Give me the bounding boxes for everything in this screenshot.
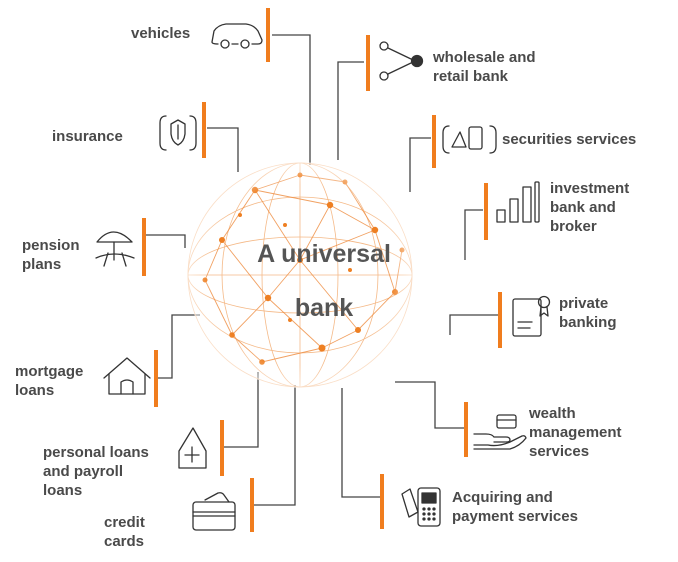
center-title-line-2: bank (294, 294, 354, 322)
securities-icon (442, 125, 497, 154)
label-insurance: insurance (52, 128, 123, 145)
house-icon (103, 357, 151, 395)
plus-tag-icon (178, 427, 207, 469)
credit-card-icon (192, 492, 236, 531)
car-icon (211, 23, 263, 49)
certificate-icon (512, 295, 551, 337)
label-mortgage-loans: mortgage loans (15, 363, 84, 399)
accent-bars (142, 8, 502, 532)
umbrella-icon (95, 231, 135, 267)
shield-icon (159, 115, 197, 151)
label-personal-loans: personal loans and payroll loans (43, 444, 149, 499)
label-acquiring-payment: Acquiring and payment services (452, 489, 578, 525)
network-icon (379, 41, 424, 81)
label-wealth-management: wealth management services (529, 405, 622, 460)
label-private-banking: private banking (559, 295, 617, 331)
label-securities-services: securities services (502, 131, 637, 148)
label-investment-bank: investment bank and broker (550, 180, 630, 235)
bar-chart-icon (496, 181, 540, 223)
center-title-line-1: A universal (257, 240, 391, 268)
connector-lines (146, 34, 498, 506)
label-credit-cards: credit cards (104, 514, 145, 550)
label-vehicles: vehicles (131, 25, 191, 42)
pos-terminal-icon (401, 487, 441, 527)
label-pension-plans: pension plans (22, 237, 80, 273)
label-wholesale-retail-bank: wholesale and retail bank (433, 49, 536, 85)
money-hand-icon (473, 414, 527, 450)
globe (187, 162, 413, 388)
